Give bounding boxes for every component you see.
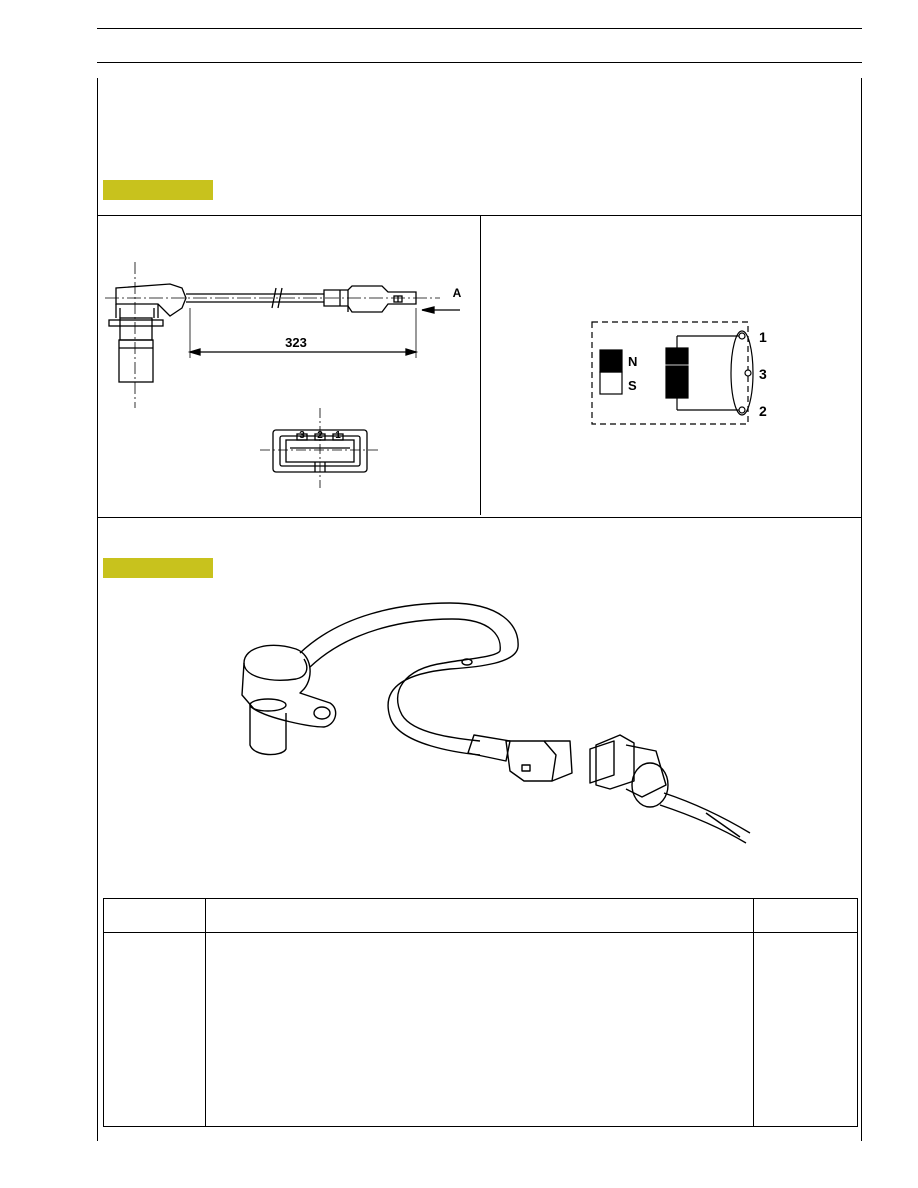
table-col-divider-2 — [753, 899, 754, 1126]
table-col-divider-1 — [205, 899, 206, 1126]
pin-label-2: 2 — [759, 403, 767, 419]
pin-label-1: 1 — [759, 329, 767, 345]
section-tag-1 — [103, 180, 213, 200]
section-tag-2 — [103, 558, 213, 578]
figure-panel-bottom-rule — [97, 517, 862, 518]
connector-pin-label-1: 1 — [335, 430, 341, 441]
dimension-label: 323 — [285, 335, 307, 350]
header-rule-top — [97, 28, 862, 29]
table-header-divider — [104, 932, 857, 933]
pin-label-3: 3 — [759, 366, 767, 382]
data-table — [103, 898, 858, 1127]
pole-north-label: N — [628, 354, 637, 369]
connector-pin-label-3: 3 — [299, 430, 305, 441]
frame-left — [97, 78, 98, 1141]
sensor-dimension-drawing: 323 A 3 2 1 — [105, 262, 462, 488]
connector-pin-label-2: 2 — [317, 430, 323, 441]
header-rule-bottom — [97, 62, 862, 63]
figure-panel-top-rule — [97, 215, 862, 216]
view-arrow-label: A — [453, 286, 462, 300]
pole-south-label: S — [628, 378, 637, 393]
sensor-schematic: N S 1 3 2 — [591, 321, 767, 425]
sensor-illustration — [241, 602, 751, 844]
figure-panel-divider — [480, 215, 481, 515]
frame-right — [861, 78, 862, 1141]
